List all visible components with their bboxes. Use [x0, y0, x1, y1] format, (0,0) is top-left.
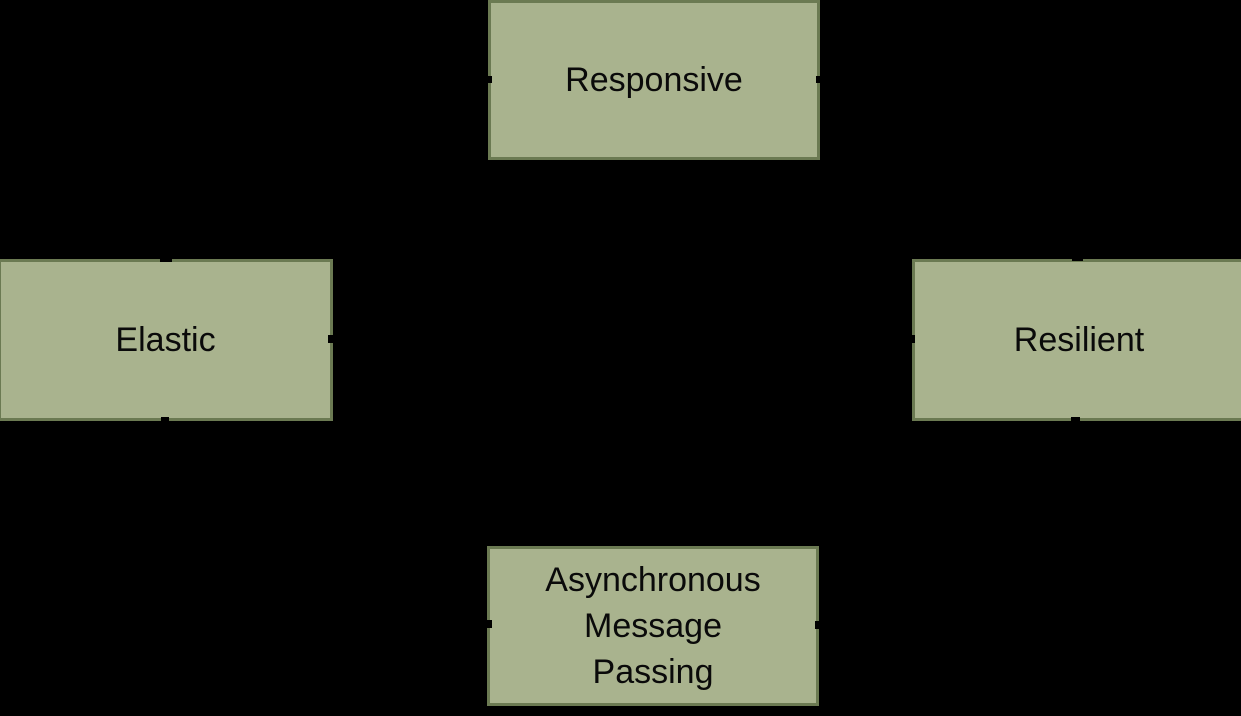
- connector-stub-resilient-left: [909, 335, 915, 343]
- node-async-message-passing-label: Asynchronous Message Passing: [545, 561, 761, 691]
- node-elastic: Elastic: [0, 259, 333, 421]
- connector-stub-elastic-right: [328, 335, 334, 343]
- connector-stub-async-right: [815, 621, 822, 629]
- connector-stub-responsive-right: [816, 76, 823, 83]
- connector-stub-resilient-bottom: [1071, 417, 1080, 423]
- node-elastic-label: Elastic: [115, 321, 216, 359]
- node-resilient-label: Resilient: [1013, 321, 1145, 359]
- connector-stub-responsive-left: [486, 76, 492, 83]
- node-resilient: Resilient: [912, 259, 1241, 421]
- node-responsive: Responsive: [488, 0, 820, 160]
- connector-stub-elastic-bottom: [161, 417, 169, 423]
- node-responsive-label: Responsive: [565, 61, 743, 99]
- node-async-message-passing: Asynchronous Message Passing: [487, 546, 819, 706]
- connector-stub-async-left: [485, 620, 492, 628]
- connector-stub-elastic-top: [160, 256, 172, 262]
- connector-stub-resilient-top: [1072, 255, 1083, 261]
